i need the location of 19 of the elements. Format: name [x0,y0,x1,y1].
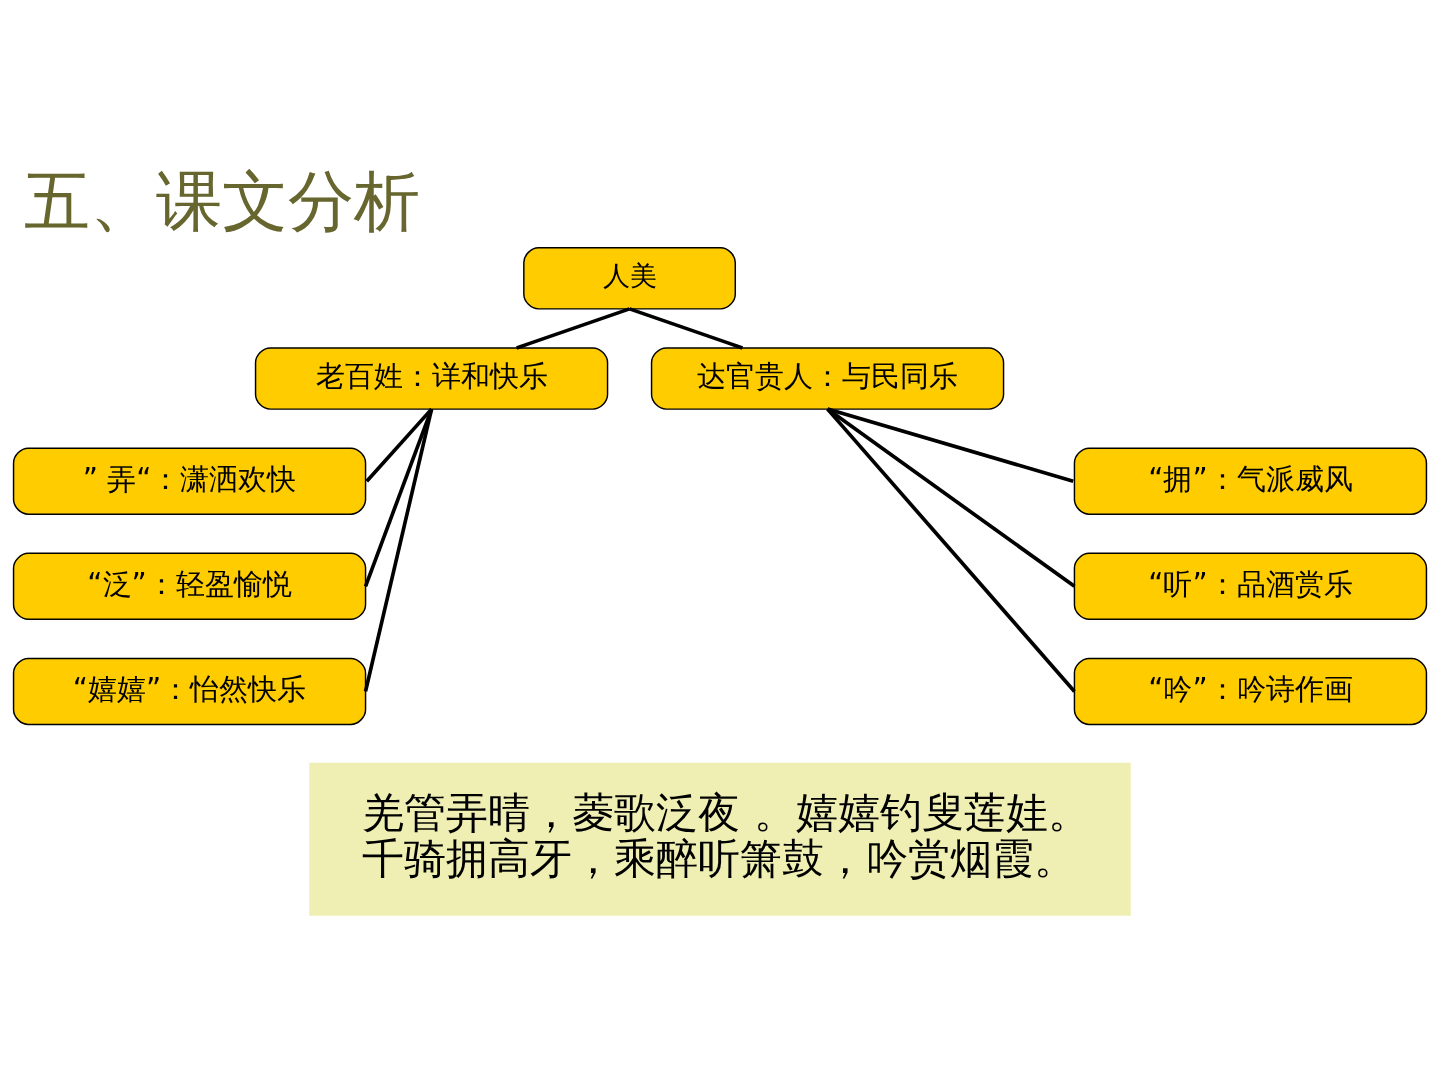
connector [365,407,433,482]
diagram-title: 五、课文分析 [23,162,420,240]
connector [827,406,1074,483]
connector [363,408,434,692]
node-box: 达官贵人：与民同乐 [650,346,1005,410]
node-box: “嬉嬉”：怡然快乐 [12,657,367,725]
node-box: “吟”：吟诗作画 [1073,657,1428,725]
connector [826,407,1076,588]
node-box: ” 弄“：潇洒欢快 [12,447,367,515]
node-box: 羌管弄晴，菱歌泛夜 。嬉嬉钓叟莲娃。千骑拥高牙，乘醉听箫鼓，吟赏烟霞。 [309,762,1131,916]
node-box: “泛”：轻盈愉悦 [12,552,367,620]
node-box: 老百姓：详和快乐 [254,346,609,410]
connector [628,306,744,350]
connector [516,306,631,350]
node-box: “听”：品酒赏乐 [1073,552,1428,620]
connector [826,407,1076,693]
connector [363,407,434,587]
node-box: 人美 [523,246,736,310]
node-box: “拥”：气派威风 [1073,447,1428,515]
